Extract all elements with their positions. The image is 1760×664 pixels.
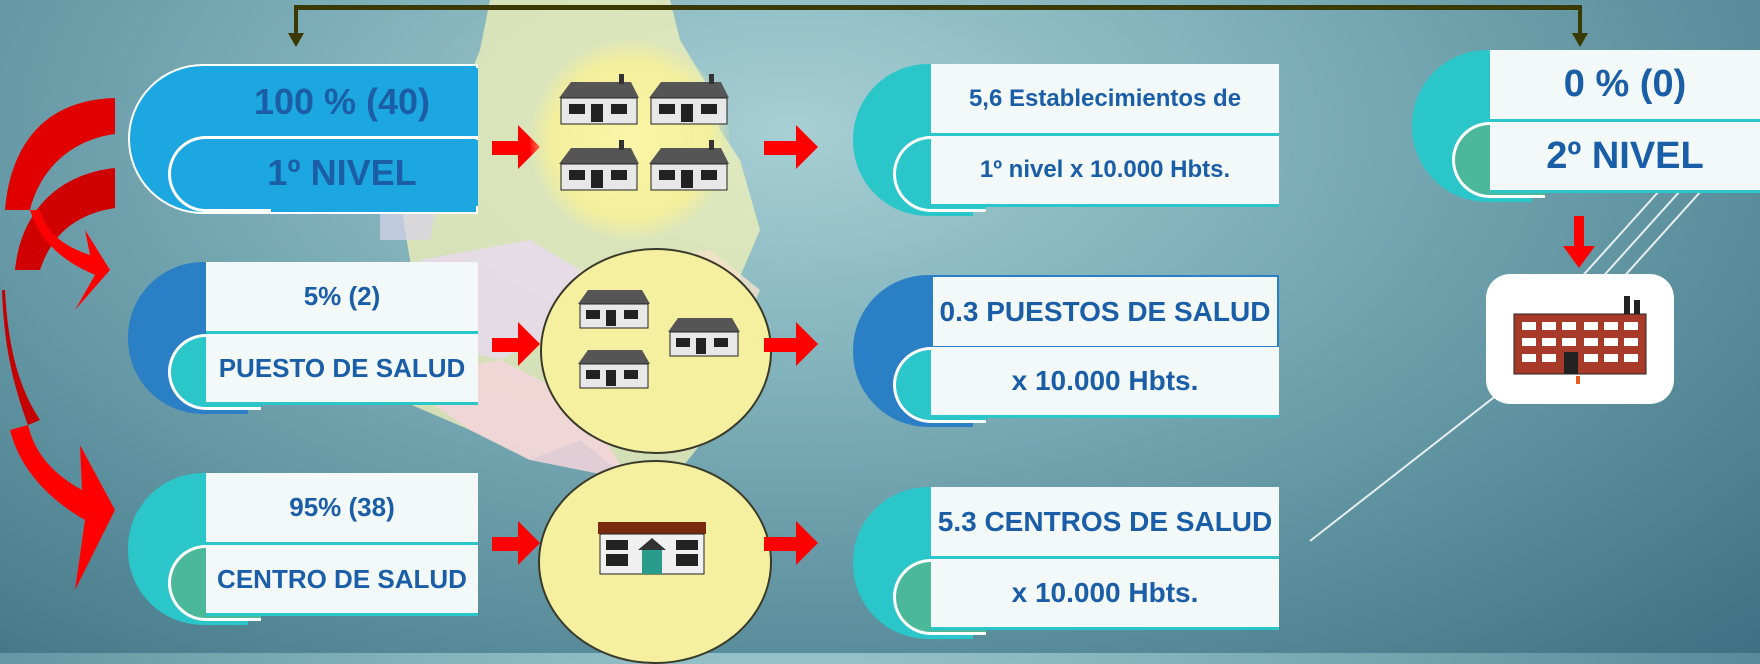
house-icon — [559, 74, 729, 191]
hospital-icon — [1513, 296, 1647, 384]
first-level-rate-line1: 5,6 Establecimientos de — [931, 64, 1279, 136]
first-level-rate-box: 5,6 Establecimientos de 1º nivel x 10.00… — [853, 64, 1279, 216]
centro-box: 95% (38) CENTRO DE SALUD — [128, 473, 478, 625]
second-level-box: 0 % (0) 2º NIVEL — [1412, 50, 1760, 202]
centro-rate-line2: x 10.000 Hbts. — [931, 559, 1279, 630]
first-level-rate-line2: 1º nivel x 10.000 Hbts. — [931, 136, 1279, 207]
connector-drop-right — [1578, 5, 1582, 33]
arrow-down-icon — [1563, 246, 1595, 268]
second-level-percent: 0 % (0) — [1490, 50, 1760, 122]
arrow-right-icon — [492, 521, 540, 565]
decor-line — [1309, 380, 1516, 542]
centro-label: CENTRO DE SALUD — [206, 545, 478, 616]
arrow-down-stem — [1574, 216, 1584, 250]
arrow-right-icon — [764, 125, 818, 169]
connector-arrow-down-icon — [288, 33, 304, 47]
first-level-box: 100 % (40) 1º NIVEL — [128, 64, 478, 214]
puesto-percent: 5% (2) — [206, 262, 478, 334]
centro-rate-line1: 5.3 CENTROS DE SALUD — [931, 487, 1279, 559]
connector-arrow-down-icon — [1572, 33, 1588, 47]
health-center-icon — [598, 522, 706, 575]
second-level-label: 2º NIVEL — [1490, 122, 1760, 193]
house-icon — [578, 290, 740, 389]
arrow-right-icon — [764, 322, 818, 366]
curved-arrow-icon — [2, 98, 115, 590]
centro-rate-box: 5.3 CENTROS DE SALUD x 10.000 Hbts. — [853, 487, 1279, 639]
puesto-box: 5% (2) PUESTO DE SALUD — [128, 262, 478, 414]
first-level-label: 1º NIVEL — [206, 140, 478, 206]
first-level-percent: 100 % (40) — [206, 68, 478, 139]
puesto-label: PUESTO DE SALUD — [206, 334, 478, 405]
connector-bar — [294, 5, 1582, 10]
arrow-right-icon — [492, 322, 540, 366]
puesto-rate-line2: x 10.000 Hbts. — [931, 347, 1279, 418]
connector-drop-left — [294, 5, 298, 33]
houses-glow — [530, 40, 730, 240]
arrow-right-icon — [764, 521, 818, 565]
puesto-rate-line1: 0.3 PUESTOS DE SALUD — [931, 275, 1279, 348]
puesto-rate-box: 0.3 PUESTOS DE SALUD x 10.000 Hbts. — [853, 275, 1279, 427]
centro-percent: 95% (38) — [206, 473, 478, 545]
